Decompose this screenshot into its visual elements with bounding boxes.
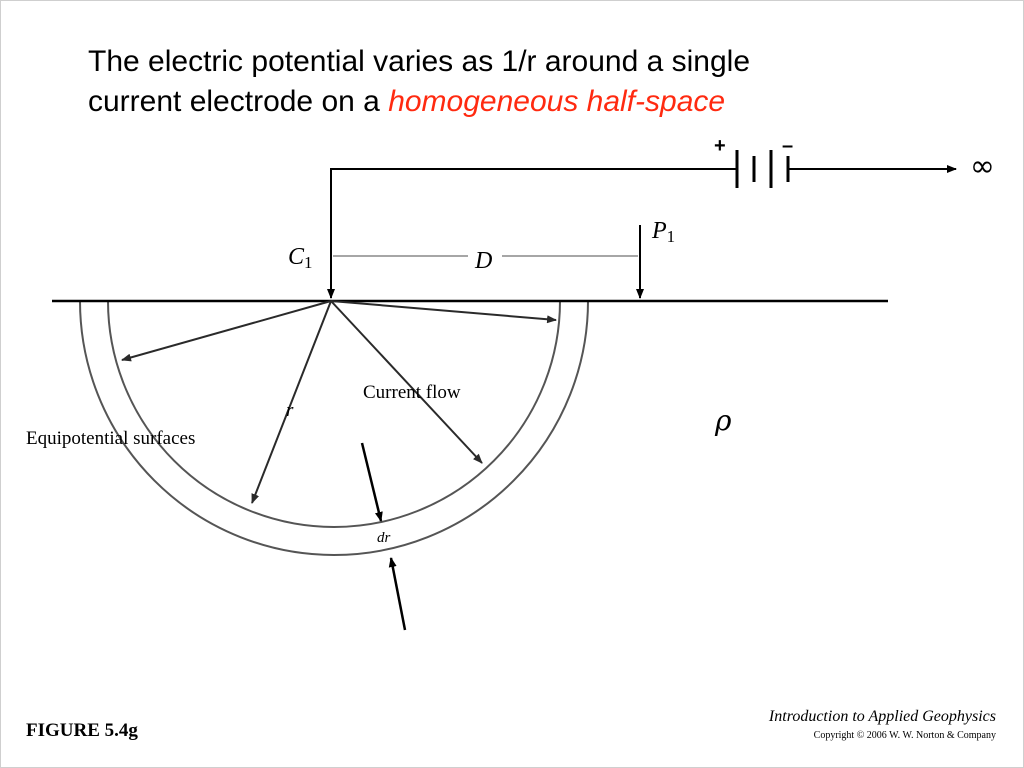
battery-plus-sign: +	[714, 135, 726, 157]
p1-label: P1	[651, 218, 675, 246]
copyright-notice: Copyright © 2006 W. W. Norton & Company	[813, 730, 996, 741]
slide-title: The electric potential varies as 1/r aro…	[88, 42, 988, 122]
battery-minus-sign: –	[782, 135, 793, 157]
figure-label: FIGURE 5.4g	[26, 720, 138, 741]
title-line-1: The electric potential varies as 1/r aro…	[88, 45, 751, 78]
title-line-2-prefix: current electrode on a	[88, 85, 389, 118]
current-ray-2	[121, 300, 332, 362]
dr-arrow-top	[360, 442, 383, 522]
equipotential-surfaces-label: Equipotential surfaces	[26, 428, 195, 449]
book-title: Introduction to Applied Geophysics	[768, 708, 996, 725]
book-credit: Introduction to Applied Geophysics Copyr…	[769, 708, 996, 741]
current-ray-1	[330, 300, 557, 324]
title-line-2: current electrode on a homogeneous half-…	[88, 82, 988, 122]
resistivity-rho-label: ρ	[714, 404, 732, 437]
equipotential-shell-outer	[79, 300, 589, 556]
current-ray-3	[251, 300, 332, 504]
equipotential-shell-inner	[107, 300, 561, 528]
battery-symbol	[735, 150, 790, 188]
current-wire	[330, 168, 736, 298]
dr-label: dr	[377, 530, 391, 546]
current-ray-4	[330, 300, 483, 464]
distance-label: D	[474, 248, 492, 274]
title-highlight: homogeneous half-space	[388, 85, 726, 118]
c1-label: C1	[288, 244, 313, 272]
dr-arrow-bottom	[388, 557, 407, 631]
radius-label: r	[286, 400, 294, 421]
infinity-symbol: ∞	[970, 149, 995, 184]
current-flow-label: Current flow	[363, 382, 461, 403]
